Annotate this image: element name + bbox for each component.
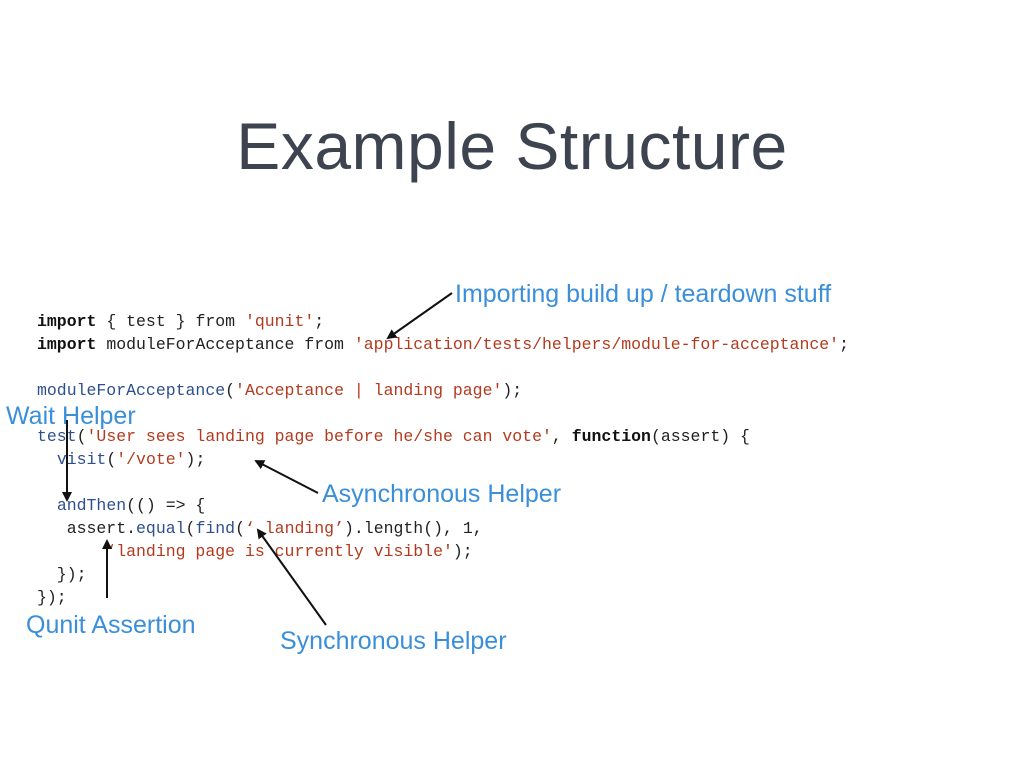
code-line-visit: visit('/vote'); bbox=[37, 450, 206, 470]
code-line-test-call: test('User sees landing page before he/s… bbox=[37, 427, 750, 447]
annotation-wait-helper: Wait Helper bbox=[6, 402, 136, 430]
code-text: ; bbox=[314, 312, 325, 331]
code-text: ( bbox=[185, 519, 196, 538]
string-literal: '/vote' bbox=[116, 450, 186, 469]
code-line-assert-message: ‘landing page is currently visible'); bbox=[37, 542, 473, 562]
function-name: moduleForAcceptance bbox=[37, 381, 226, 400]
annotation-sync-helper: Synchronous Helper bbox=[280, 627, 507, 655]
code-line-assert-equal: assert.equal(find(‘.landing’).length(), … bbox=[37, 519, 483, 539]
annotation-qunit-assertion: Qunit Assertion bbox=[26, 611, 196, 639]
code-text: assert. bbox=[37, 519, 137, 538]
code-line-import-qunit: import { test } from 'qunit'; bbox=[37, 312, 324, 332]
keyword: import bbox=[37, 335, 97, 354]
function-name: find bbox=[195, 519, 236, 538]
annotation-async-helper: Asynchronous Helper bbox=[322, 480, 562, 508]
code-line-close-andthen: }); bbox=[37, 565, 87, 584]
string-literal: 'User sees landing page before he/she ca… bbox=[86, 427, 552, 446]
code-text: ( bbox=[225, 381, 236, 400]
string-literal: ‘landing page is currently visible' bbox=[106, 542, 453, 561]
annotation-importing: Importing build up / teardown stuff bbox=[455, 280, 832, 308]
code-text: ( bbox=[235, 519, 245, 538]
code-line-andthen: andThen(() => { bbox=[37, 496, 206, 516]
code-text: moduleForAcceptance from bbox=[96, 335, 354, 354]
arrow-async-helper bbox=[254, 460, 319, 494]
code-text: ( bbox=[106, 450, 117, 469]
string-literal: 'application/tests/helpers/module-for-ac… bbox=[353, 335, 840, 354]
string-literal: 'qunit' bbox=[244, 312, 315, 331]
arrow-importing bbox=[386, 292, 453, 340]
code-text: ); bbox=[452, 542, 473, 561]
code-text: ( bbox=[76, 427, 87, 446]
code-line-module-call: moduleForAcceptance('Acceptance | landin… bbox=[37, 381, 522, 401]
slide-title: Example Structure bbox=[236, 109, 788, 183]
function-name: andThen bbox=[56, 496, 127, 515]
arrow-sync-helper bbox=[256, 528, 327, 626]
keyword: function bbox=[571, 427, 651, 446]
code-text: { test } from bbox=[96, 312, 245, 331]
string-literal: 'Acceptance | landing page' bbox=[235, 381, 503, 400]
code-line-close-test: }); bbox=[37, 588, 67, 607]
code-text: , bbox=[551, 427, 572, 446]
code-text: ; bbox=[839, 335, 849, 354]
code-text: (() => { bbox=[126, 496, 206, 515]
function-name: equal bbox=[136, 519, 186, 538]
function-name: visit bbox=[56, 450, 107, 469]
keyword: import bbox=[37, 312, 97, 331]
code-text: ).length(), 1, bbox=[344, 519, 483, 538]
code-text: (assert) { bbox=[650, 427, 750, 446]
code-text: ); bbox=[185, 450, 206, 469]
code-line-import-module: import moduleForAcceptance from 'applica… bbox=[37, 335, 849, 355]
code-text: ); bbox=[502, 381, 523, 400]
string-literal: ‘.landing’ bbox=[244, 519, 344, 538]
